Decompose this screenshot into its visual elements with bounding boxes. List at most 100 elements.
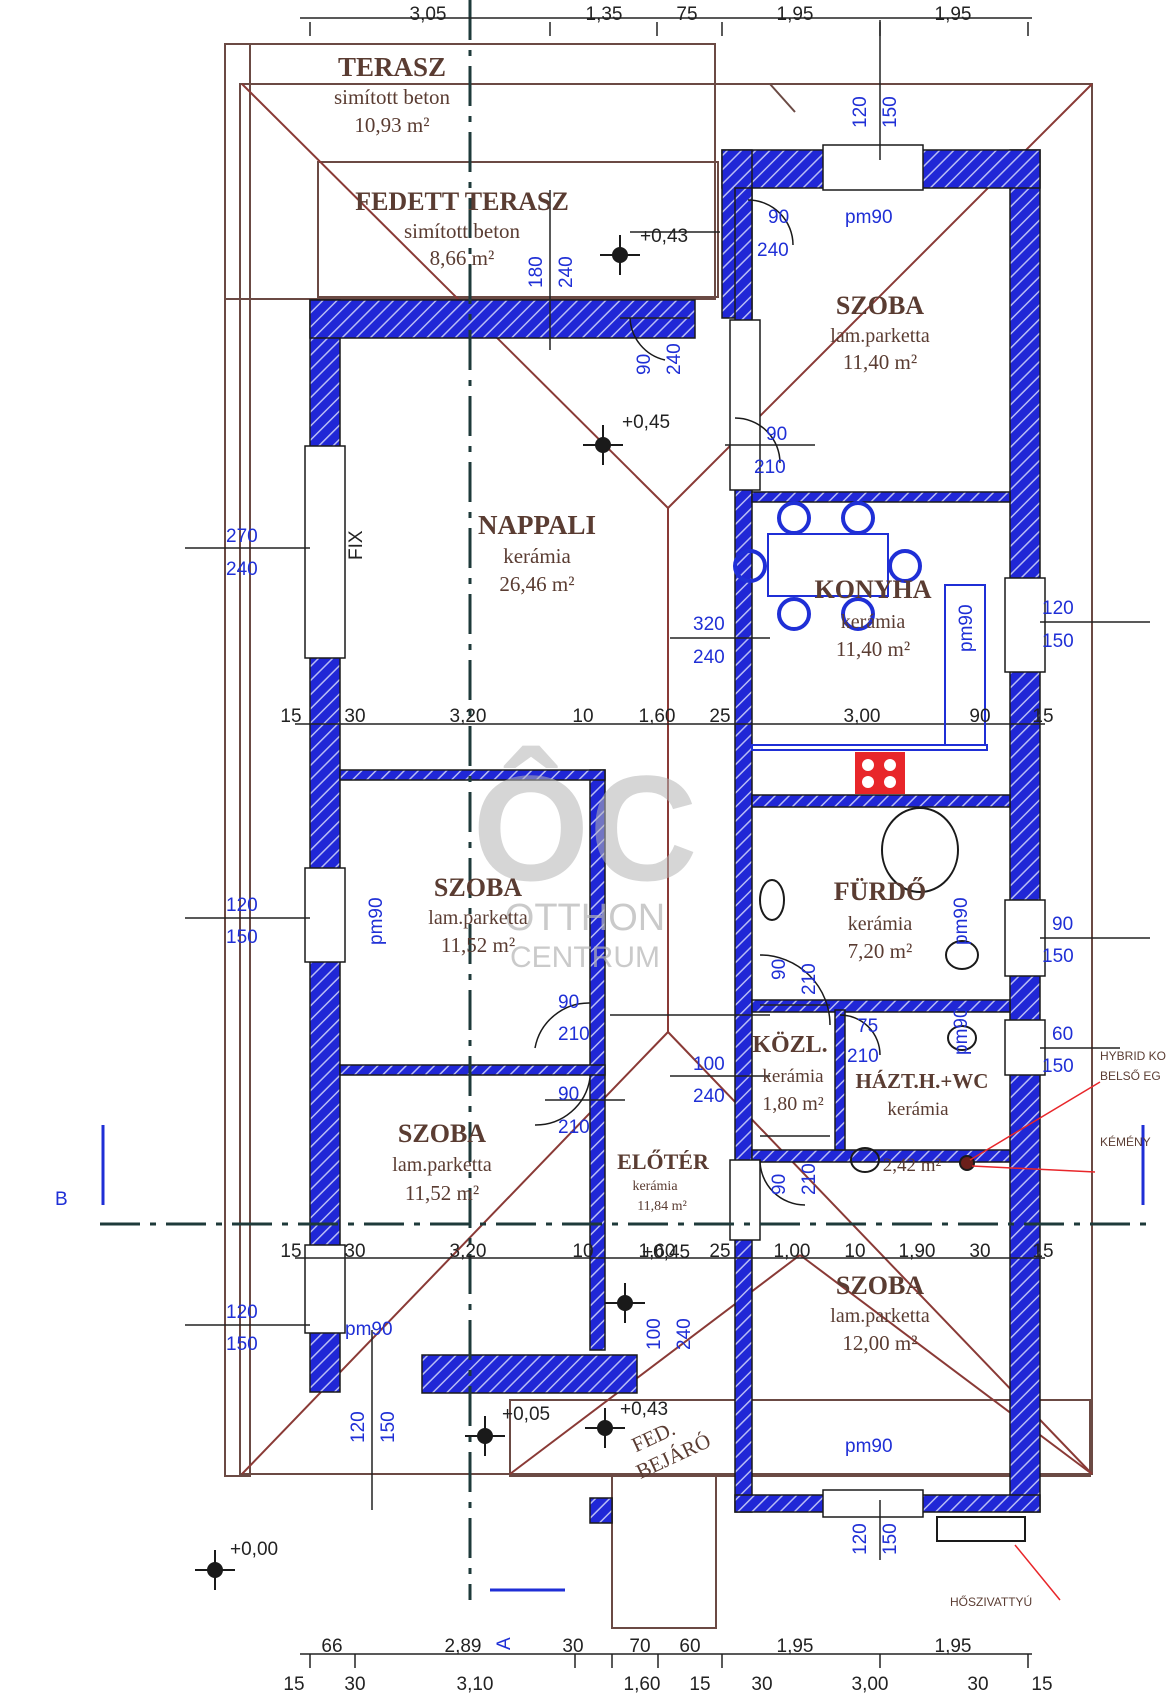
svg-text:11,52 m²: 11,52 m²	[405, 1181, 479, 1205]
svg-text:100: 100	[644, 1318, 665, 1350]
svg-text:120: 120	[226, 1302, 258, 1323]
opening-labels: 90 240 120 150 pm90 90 240 90 210 180 24…	[226, 96, 1074, 1555]
svg-text:150: 150	[226, 927, 258, 948]
svg-text:240: 240	[664, 343, 685, 375]
svg-text:pm90: pm90	[951, 897, 972, 945]
svg-text:kerámia: kerámia	[503, 544, 571, 568]
svg-text:11,84 m²: 11,84 m²	[637, 1199, 687, 1214]
svg-text:FEDETT TERASZ: FEDETT TERASZ	[355, 187, 569, 216]
dimension-label: 3,20	[450, 706, 487, 727]
dimension-label: 30	[562, 1636, 583, 1657]
svg-text:pm90: pm90	[345, 1319, 393, 1340]
svg-text:8,66 m²: 8,66 m²	[430, 246, 495, 270]
svg-text:pm90: pm90	[951, 1007, 972, 1055]
svg-text:lam.parketta: lam.parketta	[428, 907, 528, 929]
svg-text:ÔC: ÔC	[473, 744, 698, 912]
svg-text:240: 240	[226, 559, 258, 580]
svg-text:kerámia: kerámia	[632, 1179, 678, 1194]
dimension-label: 3,00	[852, 1674, 889, 1694]
windows	[304, 144, 1046, 1518]
annotation-leaders	[969, 1081, 1101, 1601]
dimension-label: 1,60	[624, 1674, 661, 1694]
dimension-label: 3,00	[844, 706, 881, 727]
svg-text:11,40 m²: 11,40 m²	[836, 637, 910, 661]
svg-text:+0,43: +0,43	[620, 1399, 668, 1420]
svg-text:simított beton: simított beton	[334, 85, 451, 109]
room-terasz: TERASZ simított beton 10,93 m²	[334, 52, 451, 137]
svg-text:210: 210	[799, 963, 820, 995]
room-furdo: FÜRDŐ kerámia 7,20 m²	[834, 877, 926, 963]
svg-text:240: 240	[674, 1318, 695, 1350]
section-b-label: B	[55, 1189, 68, 1210]
axis-lines	[100, 0, 1150, 1600]
svg-text:210: 210	[558, 1024, 590, 1045]
dimension-label: 3,05	[410, 4, 447, 25]
svg-text:120: 120	[850, 1523, 871, 1555]
svg-text:ELŐTÉR: ELŐTÉR	[617, 1149, 710, 1174]
svg-text:BELSŐ EG: BELSŐ EG	[1100, 1068, 1161, 1083]
svg-text:SZOBA: SZOBA	[836, 291, 924, 320]
dimension-label: 30	[344, 706, 365, 727]
svg-text:90: 90	[558, 1084, 579, 1105]
kitchen-table	[733, 501, 988, 751]
dimension-label: 60	[679, 1636, 700, 1657]
dimension-label: 25	[709, 706, 730, 727]
dimension-label: 15	[1032, 1241, 1053, 1262]
svg-text:+0,05: +0,05	[502, 1404, 550, 1425]
section-a-label: A	[494, 1637, 515, 1650]
svg-text:150: 150	[1042, 1056, 1074, 1077]
svg-text:240: 240	[556, 256, 577, 288]
svg-text:90: 90	[769, 1174, 790, 1195]
svg-text:FIX: FIX	[346, 530, 367, 560]
svg-text:120: 120	[226, 895, 258, 916]
dimension-label: 10	[572, 706, 593, 727]
svg-text:12,00 m²: 12,00 m²	[842, 1331, 917, 1355]
svg-text:SZOBA: SZOBA	[434, 873, 522, 902]
watermark: ÔC OTTHON CENTRUM	[473, 744, 698, 974]
room-kozl: KÖZL. kerámia 1,80 m²	[752, 1032, 827, 1115]
level-markers	[195, 235, 645, 1590]
room-eloter: ELŐTÉR kerámia 11,84 m²	[617, 1149, 710, 1214]
svg-text:180: 180	[526, 256, 547, 288]
svg-text:pm90: pm90	[366, 897, 387, 945]
svg-text:pm90: pm90	[845, 1436, 893, 1457]
svg-text:90: 90	[769, 959, 790, 980]
dimension-label: 30	[967, 1674, 988, 1694]
dimension-label: 25	[709, 1241, 730, 1262]
svg-text:pm90: pm90	[845, 207, 893, 228]
dimension-label: 3,10	[457, 1674, 494, 1694]
svg-text:kerámia: kerámia	[841, 611, 906, 633]
dimension-label: 15	[280, 706, 301, 727]
dimension-label: 10	[844, 1241, 865, 1262]
svg-text:150: 150	[378, 1411, 399, 1443]
svg-text:11,52 m²: 11,52 m²	[441, 933, 515, 957]
dimension-label: 70	[629, 1636, 650, 1657]
room-szoba-se: SZOBA lam.parketta 12,00 m²	[830, 1271, 930, 1355]
room-nappali: NAPPALI kerámia 26,46 m²	[478, 510, 596, 596]
svg-text:lam.parketta: lam.parketta	[830, 325, 930, 347]
dimension-label: 66	[321, 1636, 342, 1657]
svg-text:240: 240	[693, 647, 725, 668]
section-markers	[101, 1125, 1145, 1592]
room-szoba-sw: SZOBA lam.parketta 11,52 m²	[392, 1119, 492, 1205]
cooktop-icon	[855, 752, 905, 794]
svg-text:+0,45: +0,45	[622, 412, 670, 433]
svg-text:KÖZL.: KÖZL.	[752, 1032, 827, 1058]
room-szoba-ne: SZOBA lam.parketta 11,40 m²	[830, 291, 930, 374]
dimension-label: 75	[676, 4, 697, 25]
svg-text:TERASZ: TERASZ	[338, 52, 446, 82]
svg-text:FÜRDŐ: FÜRDŐ	[834, 877, 926, 906]
svg-text:120: 120	[1042, 598, 1074, 619]
dimension-label: 15	[689, 1674, 710, 1694]
svg-text:SZOBA: SZOBA	[836, 1271, 924, 1300]
dimension-label: 90	[969, 706, 990, 727]
dimension-label: 1,60	[639, 706, 676, 727]
svg-text:lam.parketta: lam.parketta	[830, 1305, 930, 1327]
svg-text:kerámia: kerámia	[762, 1066, 824, 1087]
dimension-label: 30	[969, 1241, 990, 1262]
dimension-label: 3,20	[450, 1241, 487, 1262]
level-labels: +0,43 +0,45 +0,45 +0,05 +0,43 +0,00	[230, 226, 690, 1560]
svg-text:90: 90	[768, 207, 789, 228]
